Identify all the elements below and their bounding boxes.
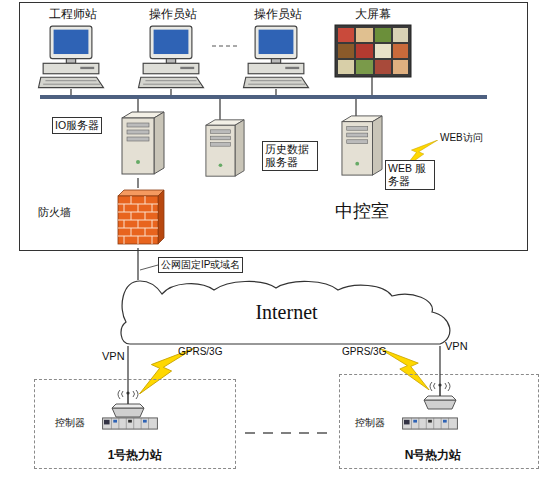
history-server: 历史数据 服务器 <box>200 115 322 175</box>
node-label: 防火墙 <box>38 206 71 219</box>
link-label: 公网固定IP或域名 <box>158 257 243 273</box>
network-link <box>439 346 440 375</box>
firewall-icon <box>118 190 164 244</box>
web-server: WEB 服务器 <box>335 110 440 192</box>
more-stations-dash <box>245 432 335 434</box>
link-label: VPN <box>445 340 468 353</box>
server-icons <box>206 120 244 176</box>
big-screen-icon <box>335 25 411 77</box>
node-label: N号热力站 <box>340 448 526 462</box>
lan-wires <box>371 77 372 95</box>
lan-wires <box>137 99 138 112</box>
controller-icons <box>103 418 458 429</box>
lan-wires <box>355 99 356 116</box>
lan-wires <box>275 89 276 95</box>
big-screen-icon <box>393 28 408 42</box>
controller: 控制器 <box>55 413 165 435</box>
router-feed-lines <box>128 375 440 393</box>
big-screen-icon <box>375 28 391 42</box>
io-server: IO服务器 <box>50 108 165 178</box>
operator-station: 操作员站 <box>135 7 210 92</box>
router-icons <box>424 382 456 409</box>
router-icons <box>112 390 144 417</box>
controller-icons <box>403 418 458 429</box>
engineer-station: 工程师站 <box>35 7 110 92</box>
node-label: 大屏幕 <box>333 7 413 21</box>
firewall-icon <box>118 190 164 196</box>
big-screen-icon <box>335 25 411 77</box>
node-label: 操作员站 <box>240 7 315 21</box>
server-icons <box>122 112 164 174</box>
big-screen-icon <box>356 28 373 42</box>
workstation-icons <box>244 26 309 88</box>
firewall-icon <box>118 196 158 244</box>
link-label: VPN <box>102 350 125 363</box>
free-label: WEB访问 <box>440 132 483 144</box>
node-label: 操作员站 <box>135 7 210 21</box>
node-label: 工程师站 <box>35 7 110 21</box>
big-screen-icon <box>338 44 354 58</box>
firewall-icon <box>158 190 164 244</box>
control-room-box: 中控室 工程师站 操作员站 操作员站 大屏幕 IO服务器历史数据 服务器 WEB 服务器防火… <box>20 3 527 250</box>
big-screen-icon <box>375 44 391 58</box>
lan-wires <box>70 89 71 95</box>
heat-station-box: 1号热力站 控制器 <box>35 380 235 468</box>
server-icons <box>122 112 382 176</box>
big-screen-icon <box>338 60 354 74</box>
big-screen-icon <box>356 60 373 74</box>
workstation-icons <box>39 26 309 88</box>
firewall: 防火墙 <box>38 188 162 248</box>
network-link <box>137 248 138 280</box>
node-label: 中控室 <box>335 201 389 223</box>
router-feed-lines <box>439 375 440 385</box>
network-link <box>127 346 128 380</box>
node-label: 1号热力站 <box>35 448 235 462</box>
node-label: 控制器 <box>55 417 85 429</box>
workstation-icons <box>39 26 104 88</box>
controller-icons <box>103 418 158 429</box>
big-screen-icon <box>338 28 354 42</box>
more-stations-dash <box>212 46 238 47</box>
controller: 控制器 <box>355 413 463 435</box>
server-icons <box>342 116 382 175</box>
big-screen-icon <box>393 60 408 74</box>
network-link <box>137 178 138 188</box>
operator-station: 操作员站 <box>240 7 315 92</box>
big-screen-icon <box>356 44 373 58</box>
free-label: GPRS/3G <box>342 346 386 358</box>
workstation-icons <box>139 26 204 88</box>
node-label: 控制器 <box>355 417 385 429</box>
router-icons <box>112 382 456 417</box>
node-label: Internet <box>118 300 455 324</box>
heat-station-box: N号热力站 控制器 <box>340 375 538 468</box>
big-screen-icon <box>393 44 408 58</box>
free-label: GPRS/3G <box>178 346 222 358</box>
router-feed-lines <box>127 380 128 393</box>
node-label: 历史数据 服务器 <box>262 141 318 171</box>
firewall-icon <box>124 196 152 244</box>
lan-wires <box>170 89 171 95</box>
lan-bus <box>40 95 487 99</box>
big-screen-icon <box>375 60 391 74</box>
internet-cloud: Internet <box>118 280 455 346</box>
callout-leader <box>140 265 158 270</box>
big-screen: 大屏幕 <box>333 7 413 79</box>
node-label: WEB 服务器 <box>385 160 435 190</box>
node-label: IO服务器 <box>52 117 102 134</box>
lan-wires <box>219 99 220 120</box>
